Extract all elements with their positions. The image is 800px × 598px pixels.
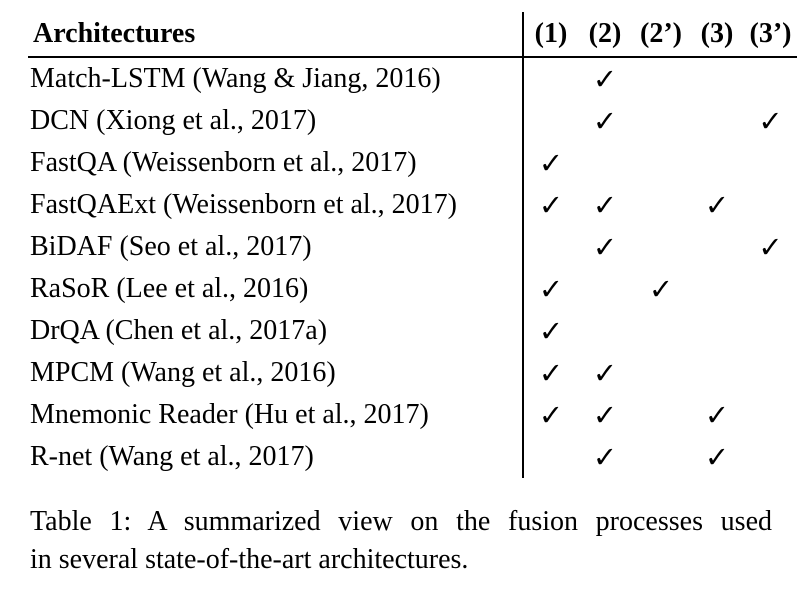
check-cell xyxy=(632,352,690,394)
check-cell: ✓ xyxy=(522,268,578,310)
architecture-name: FastQAExt (Weissenborn et al., 2017) xyxy=(30,189,457,220)
check-cell: ✓ xyxy=(592,397,618,432)
fusion-processes-table: Architectures (1) (2) (2’) (3) (3’) Matc… xyxy=(28,12,797,478)
table-row: MPCM (Wang et al., 2016) ✓ ✓ xyxy=(28,352,797,394)
architecture-name: BiDAF (Seo et al., 2017) xyxy=(30,231,312,262)
table-row: R-net (Wang et al., 2017) ✓ ✓ xyxy=(28,436,797,478)
check-cell: ✓ xyxy=(592,439,618,474)
table-row: DrQA (Chen et al., 2017a) ✓ xyxy=(28,310,797,352)
column-header-architectures: Architectures xyxy=(28,12,523,58)
check-cell xyxy=(632,100,690,142)
check-cell xyxy=(690,226,744,268)
check-cell xyxy=(632,184,690,226)
check-cell: ✓ xyxy=(592,355,618,390)
check-cell: ✓ xyxy=(522,394,578,436)
column-header-2p: (2’) xyxy=(632,12,690,58)
check-cell xyxy=(744,57,797,100)
check-cell xyxy=(632,226,690,268)
column-header-1: (1) xyxy=(522,12,578,58)
table-caption: Table 1: A summarized view on the fusion… xyxy=(30,503,772,579)
check-cell xyxy=(690,100,744,142)
check-cell xyxy=(744,268,797,310)
check-cell xyxy=(578,310,632,352)
check-cell xyxy=(632,310,690,352)
table-row: FastQA (Weissenborn et al., 2017) ✓ xyxy=(28,142,797,184)
architecture-name: R-net (Wang et al., 2017) xyxy=(30,441,314,472)
architecture-name: MPCM (Wang et al., 2016) xyxy=(30,357,336,388)
check-cell xyxy=(522,226,578,268)
check-cell xyxy=(578,142,632,184)
check-cell xyxy=(744,436,797,478)
check-cell: ✓ xyxy=(592,187,618,222)
architecture-name: DrQA (Chen et al., 2017a) xyxy=(30,315,328,346)
table-row: Mnemonic Reader (Hu et al., 2017) ✓ ✓ ✓ xyxy=(28,394,797,436)
check-cell xyxy=(632,394,690,436)
check-cell xyxy=(690,268,744,310)
check-cell xyxy=(690,352,744,394)
check-cell xyxy=(744,394,797,436)
architecture-name: RaSoR (Lee et al., 2016) xyxy=(30,273,309,304)
check-cell: ✓ xyxy=(758,103,783,138)
check-cell: ✓ xyxy=(522,142,578,184)
table-header-row: Architectures (1) (2) (2’) (3) (3’) xyxy=(28,12,797,58)
check-cell: ✓ xyxy=(758,229,783,264)
table-row: RaSoR (Lee et al., 2016) ✓ ✓ xyxy=(28,268,797,310)
check-cell xyxy=(522,436,578,478)
check-cell xyxy=(522,100,578,142)
check-cell xyxy=(690,57,744,100)
check-cell xyxy=(744,352,797,394)
architecture-name: FastQA (Weissenborn et al., 2017) xyxy=(30,147,417,178)
table-row: BiDAF (Seo et al., 2017) ✓ ✓ xyxy=(28,226,797,268)
architecture-name: DCN (Xiong et al., 2017) xyxy=(30,105,317,136)
check-cell xyxy=(744,310,797,352)
table-row: DCN (Xiong et al., 2017) ✓ ✓ xyxy=(28,100,797,142)
check-cell xyxy=(522,57,578,100)
check-cell xyxy=(690,310,744,352)
check-cell xyxy=(578,268,632,310)
architecture-name: Mnemonic Reader (Hu et al., 2017) xyxy=(30,399,429,430)
check-cell xyxy=(744,142,797,184)
column-header-3: (3) xyxy=(690,12,744,58)
caption-line-1: Table 1: A summarized view on the fusion… xyxy=(30,506,772,537)
column-header-2: (2) xyxy=(578,12,632,58)
check-cell: ✓ xyxy=(704,397,730,432)
check-cell: ✓ xyxy=(592,229,618,264)
check-cell xyxy=(690,142,744,184)
table-row: Match-LSTM (Wang & Jiang, 2016) ✓ xyxy=(28,57,797,100)
check-cell: ✓ xyxy=(592,103,618,138)
table-row: FastQAExt (Weissenborn et al., 2017) ✓ ✓… xyxy=(28,184,797,226)
check-cell: ✓ xyxy=(704,187,730,222)
check-cell: ✓ xyxy=(522,184,578,226)
column-header-3p: (3’) xyxy=(744,12,797,58)
check-cell: ✓ xyxy=(648,271,674,306)
check-cell: ✓ xyxy=(522,352,578,394)
architecture-name: Match-LSTM (Wang & Jiang, 2016) xyxy=(30,63,441,94)
check-cell xyxy=(632,142,690,184)
check-cell: ✓ xyxy=(522,310,578,352)
caption-line-2: in several state-of-the-art architecture… xyxy=(30,544,469,575)
check-cell xyxy=(632,436,690,478)
check-cell xyxy=(744,184,797,226)
check-cell xyxy=(632,57,690,100)
check-cell: ✓ xyxy=(592,61,618,96)
check-cell: ✓ xyxy=(704,439,730,474)
